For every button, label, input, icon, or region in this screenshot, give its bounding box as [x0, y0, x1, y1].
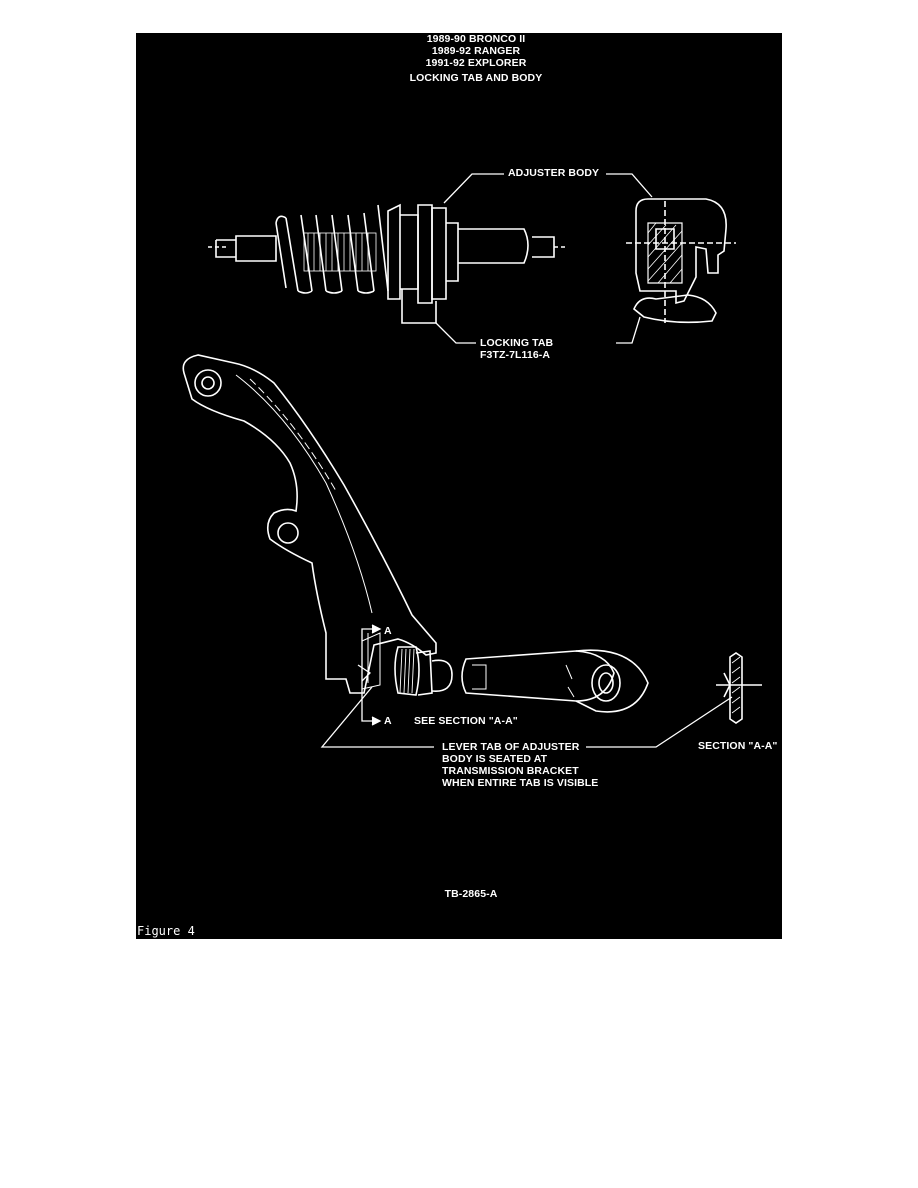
release-lever-drawing [182, 354, 437, 694]
figure-panel: 1989-90 BRONCO II 1989-92 RANGER 1991-92… [136, 33, 782, 939]
diagram-subtitle: LOCKING TAB AND BODY [409, 72, 543, 84]
adjuster-body-label: ADJUSTER BODY [508, 167, 600, 179]
see-section-label: SEE SECTION "A-A" [414, 715, 518, 727]
vehicle-line-2: 1989-92 RANGER [431, 45, 521, 57]
installed-adjuster-drawing [394, 646, 649, 713]
section-marker-lines [357, 624, 382, 726]
spring-core-hatch [303, 232, 377, 272]
diagram-id: TB-2865-A [444, 888, 498, 900]
section-aa-detail [716, 652, 762, 724]
lever-tab-note-line-2: BODY IS SEATED AT [442, 753, 548, 765]
adjuster-assembly-drawing [208, 203, 566, 324]
locking-tab-side [401, 289, 437, 324]
adjuster-body-end-view [626, 198, 736, 324]
locking-tab-label: LOCKING TAB [480, 337, 554, 349]
locking-tab-part-number: F3TZ-7L116-A [480, 349, 551, 361]
vehicle-line-3: 1991-92 EXPLORER [425, 57, 527, 69]
section-marker-a-top: A [384, 625, 392, 637]
lever-tab-note-line-3: TRANSMISSION BRACKET [442, 765, 579, 777]
diagram-artwork [182, 173, 762, 748]
top-leader-lines [435, 173, 653, 344]
bottom-leader-lines [320, 686, 733, 748]
figure-caption: Figure 4 [137, 924, 195, 938]
vehicle-line-1: 1989-90 BRONCO II [426, 33, 526, 45]
section-aa-label: SECTION "A-A" [698, 740, 778, 752]
lever-tab-note-line-1: LEVER TAB OF ADJUSTER [442, 741, 580, 753]
section-marker-a-bottom: A [384, 715, 392, 727]
lever-tab-note-line-4: WHEN ENTIRE TAB IS VISIBLE [442, 777, 599, 789]
